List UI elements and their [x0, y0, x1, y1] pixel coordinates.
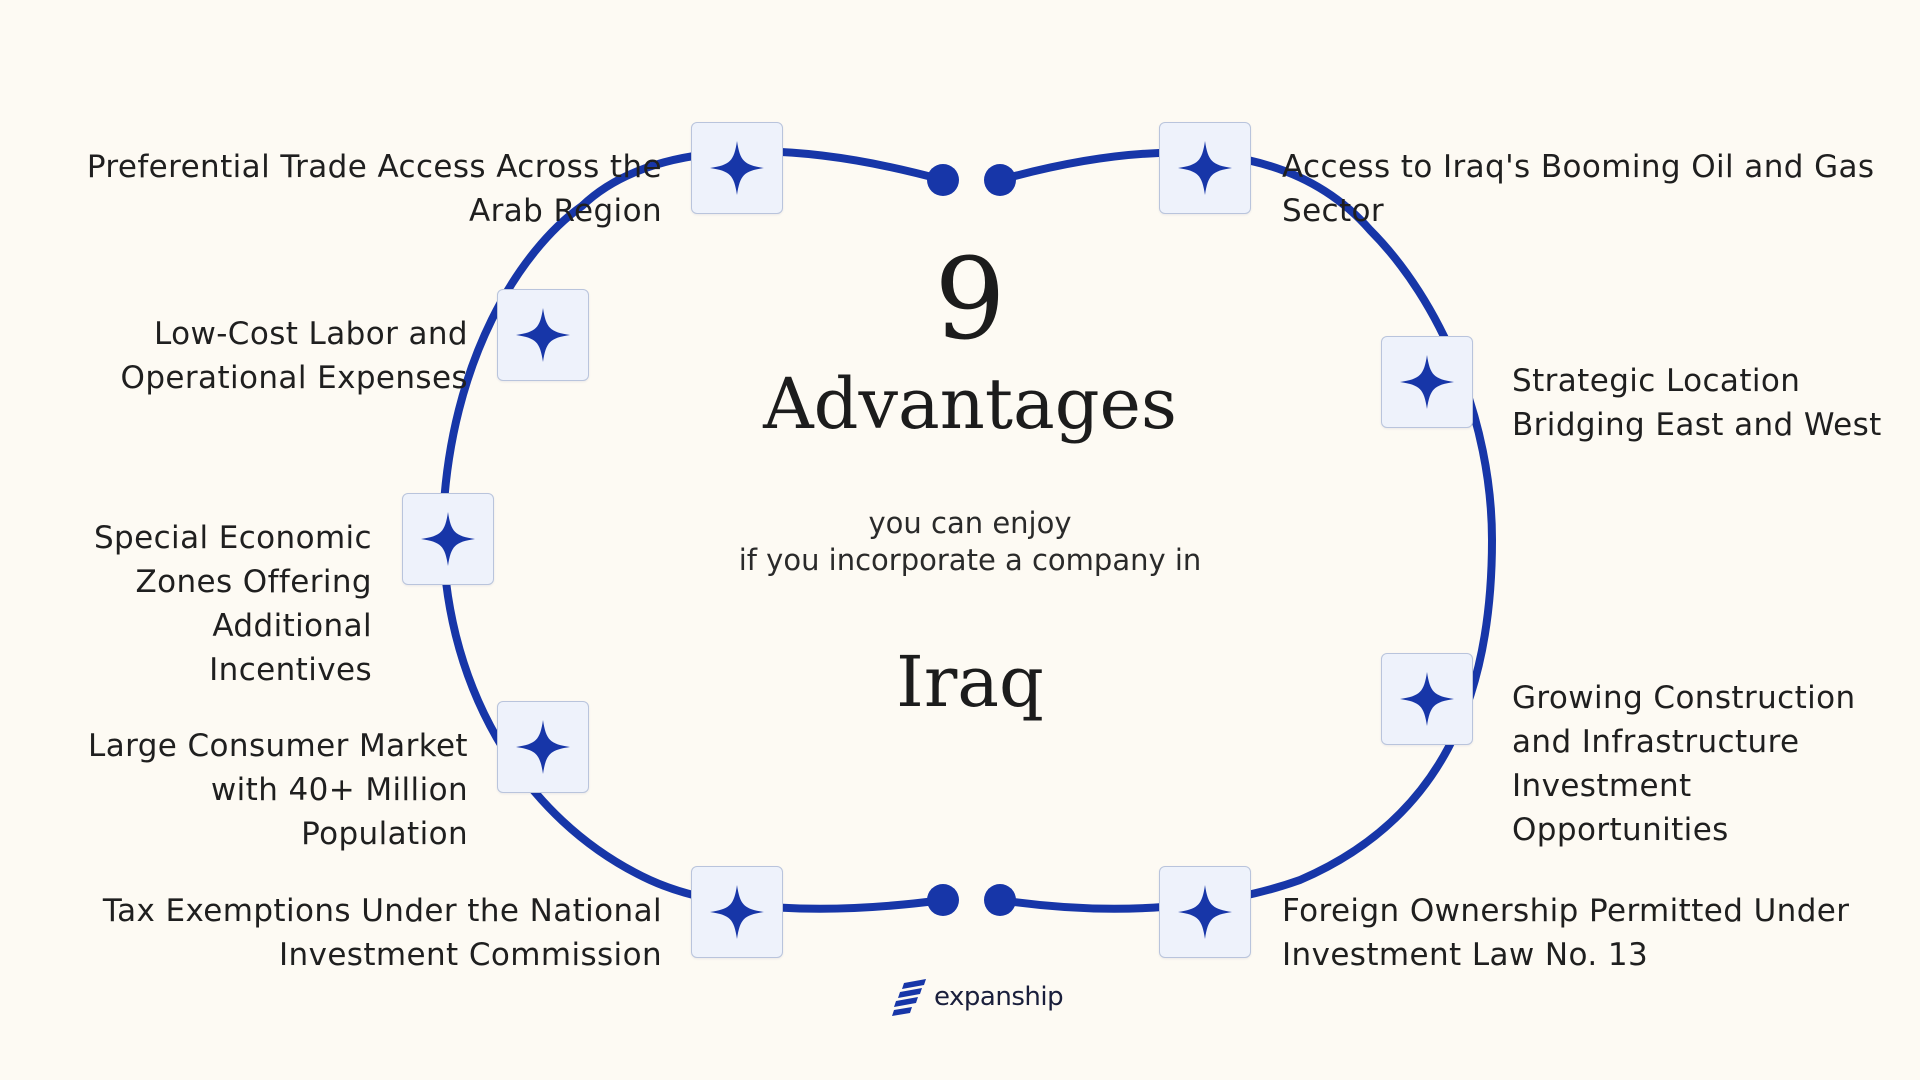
- star-node-5: [691, 866, 783, 958]
- star-node-8: [1381, 653, 1473, 745]
- ring-end-dot: [984, 884, 1016, 916]
- country-name: Iraq: [896, 641, 1044, 723]
- ring-end-dot: [927, 164, 959, 196]
- star-node-1: [691, 122, 783, 214]
- star-node-9: [1159, 866, 1251, 958]
- advantage-label-3: Special Economic Zones Offering Addition…: [93, 520, 372, 688]
- star-node-7: [1381, 336, 1473, 428]
- star-node-3: [402, 493, 494, 585]
- four-point-star-icon: [1178, 885, 1232, 939]
- advantage-label-1: Preferential Trade Access Across the Ara…: [86, 149, 662, 229]
- ring-end-dot: [984, 164, 1016, 196]
- advantage-label-5: Tax Exemptions Under the National Invest…: [102, 893, 662, 973]
- advantage-label-8: Growing Construction and Infrastructure …: [1512, 680, 1856, 848]
- page-title: Advantages: [763, 363, 1177, 445]
- four-point-star-icon: [516, 308, 570, 362]
- subtitle-line-2: if you incorporate a company in: [738, 543, 1202, 577]
- star-node-4: [497, 701, 589, 793]
- four-point-star-icon: [710, 885, 764, 939]
- brand-logo: expanship: [892, 975, 1092, 1019]
- four-point-star-icon: [421, 512, 475, 566]
- advantage-label-2: Low-Cost Labor and Operational Expenses: [120, 316, 468, 396]
- four-point-star-icon: [710, 141, 764, 195]
- advantage-label-6: Access to Iraq's Booming Oil and Gas Sec…: [1282, 149, 1875, 229]
- advantage-label-7: Strategic Location Bridging East and Wes…: [1512, 363, 1882, 443]
- expanship-logo-icon: [892, 979, 926, 1016]
- ring-end-dot: [927, 884, 959, 916]
- star-node-2: [497, 289, 589, 381]
- advantage-label-4: Large Consumer Market with 40+ Million P…: [88, 728, 468, 852]
- four-point-star-icon: [516, 720, 570, 774]
- four-point-star-icon: [1178, 141, 1232, 195]
- subtitle-line-1: you can enjoy: [868, 506, 1072, 540]
- advantage-label-9: Foreign Ownership Permitted Under Invest…: [1282, 893, 1850, 973]
- four-point-star-icon: [1400, 672, 1454, 726]
- star-node-6: [1159, 122, 1251, 214]
- four-point-star-icon: [1400, 355, 1454, 409]
- brand-name: expanship: [934, 982, 1064, 1012]
- advantage-count: 9: [934, 235, 1006, 365]
